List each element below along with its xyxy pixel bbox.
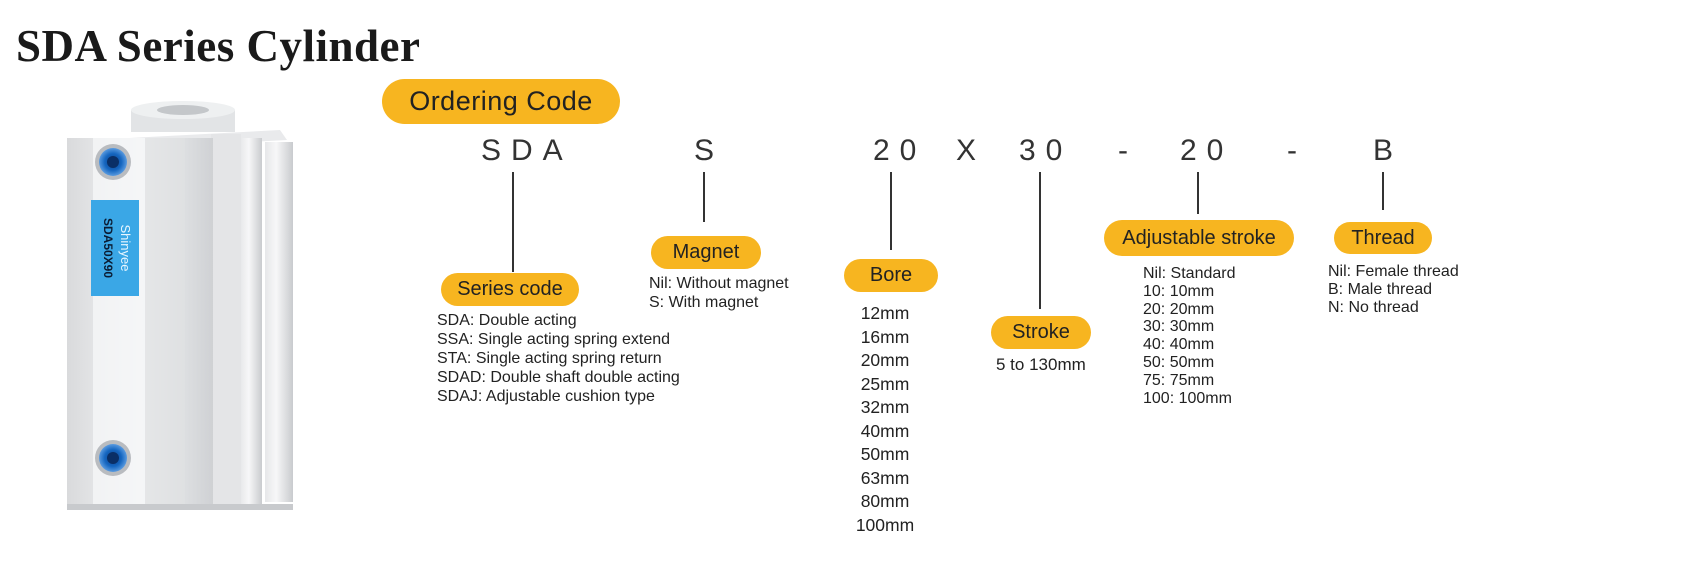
connector-magnet <box>703 172 705 222</box>
bore-option: 32mm <box>860 397 910 417</box>
adjustable-option: 40: 40mm <box>1143 336 1215 354</box>
adjustable-option: 50: 50mm <box>1143 353 1215 371</box>
code-dash-2: - <box>1287 134 1307 167</box>
page-title: SDA Series Cylinder <box>16 21 421 71</box>
adjustable-option: 30: 30mm <box>1143 318 1215 336</box>
code-thread: B <box>1373 134 1404 167</box>
code-separator-x: X <box>956 134 987 167</box>
thread-option: B: Male thread <box>1328 280 1433 298</box>
adjustable-option: 10: 10mm <box>1143 282 1215 300</box>
code-bore: 20 <box>873 134 927 167</box>
series-option: SDA: Double acting <box>437 312 577 329</box>
bore-option: 100mm <box>855 514 915 535</box>
bore-option: 63mm <box>860 467 910 488</box>
series-option: SDAD: Double shaft double acting <box>437 369 680 386</box>
connector-thread <box>1382 172 1384 210</box>
thread-option: N: No thread <box>1328 298 1419 316</box>
stroke-option: 5 to 130mm <box>996 355 1086 374</box>
code-dash-1: - <box>1118 134 1138 167</box>
adjustable-stroke-badge: Adjustable stroke <box>1104 220 1294 256</box>
bore-options: 12mm 16mm 20mm 25mm 32mm 40mm 50mm 63mm … <box>840 302 930 537</box>
connector-series <box>512 172 514 272</box>
series-option: STA: Single acting spring return <box>437 350 662 367</box>
thread-option: Nil: Female thread <box>1328 263 1459 280</box>
code-stroke: 30 <box>1019 134 1073 167</box>
adjustable-option: Nil: Standard <box>1143 265 1236 282</box>
adjustable-option: 75: 75mm <box>1143 371 1215 389</box>
stroke-badge: Stroke <box>991 316 1091 349</box>
bore-option: 50mm <box>860 444 910 464</box>
series-code-options: SDA: Double acting SSA: Single acting sp… <box>437 311 680 406</box>
bore-option: 16mm <box>860 326 910 347</box>
connector-bore <box>890 172 892 250</box>
bore-option: 80mm <box>860 491 910 511</box>
bore-badge: Bore <box>844 259 938 292</box>
connector-stroke <box>1039 172 1041 309</box>
code-magnet: S <box>694 134 725 167</box>
series-code-badge: Series code <box>441 273 579 306</box>
bore-option: 20mm <box>860 350 910 370</box>
bore-option: 40mm <box>860 420 910 441</box>
adjustable-stroke-options: Nil: Standard 10: 10mm 20: 20mm 30: 30mm… <box>1143 265 1236 407</box>
magnet-options: Nil: Without magnet S: With magnet <box>649 274 789 312</box>
bore-option: 25mm <box>860 373 910 394</box>
ordering-code-badge: Ordering Code <box>382 79 620 124</box>
bore-option: 12mm <box>860 303 910 323</box>
magnet-option: Nil: Without magnet <box>649 275 789 292</box>
magnet-option: S: With magnet <box>649 294 759 311</box>
code-adjustable: 20 <box>1180 134 1234 167</box>
product-brand-label: Shinyee <box>118 225 133 272</box>
thread-options: Nil: Female thread B: Male thread N: No … <box>1328 263 1459 316</box>
cylinder-product-image: Shinyee SDA50X90 <box>67 101 293 510</box>
magnet-badge: Magnet <box>651 236 761 269</box>
adjustable-option: 100: 100mm <box>1143 389 1232 407</box>
series-option: SSA: Single acting spring extend <box>437 331 671 348</box>
series-option: SDAJ: Adjustable cushion type <box>437 388 655 405</box>
connector-adjustable <box>1197 172 1199 214</box>
thread-badge: Thread <box>1334 222 1432 254</box>
adjustable-option: 20: 20mm <box>1143 300 1215 318</box>
stroke-options: 5 to 130mm <box>996 355 1086 374</box>
product-model-label: SDA50X90 <box>101 218 115 278</box>
code-series: SDA <box>481 134 573 167</box>
